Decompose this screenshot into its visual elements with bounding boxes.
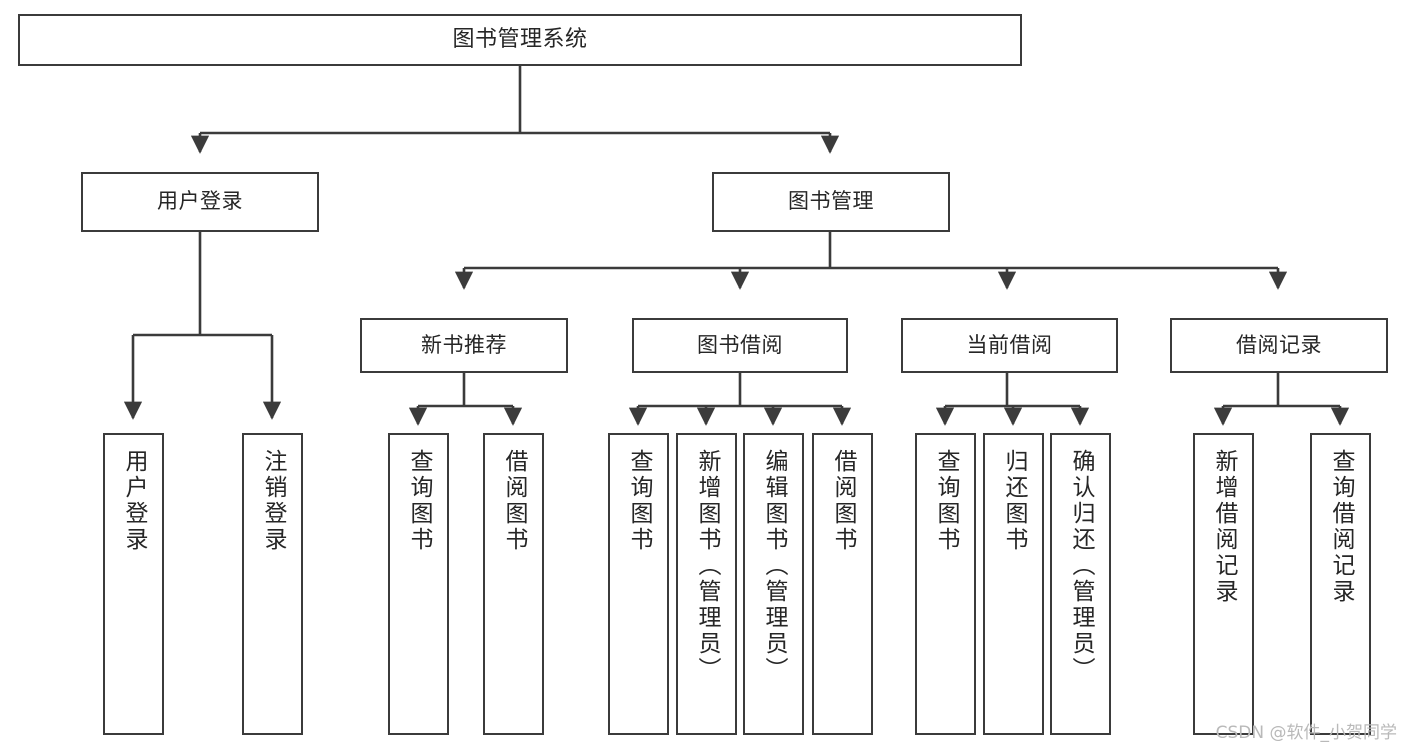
leaf-record-add-borrow-record[interactable]: 新增借阅记录 (1193, 433, 1254, 735)
leaf-current-confirm-return-admin[interactable]: 确认归还（管理员） (1050, 433, 1111, 735)
node-user-login[interactable]: 用户登录 (81, 172, 319, 232)
node-label: 用户登录 (157, 189, 243, 214)
node-label: 注销登录 (260, 449, 286, 553)
node-label: 新增借阅记录 (1211, 449, 1237, 605)
node-label: 查询图书 (406, 449, 432, 553)
leaf-user-logout[interactable]: 注销登录 (242, 433, 303, 735)
leaf-borrow-borrow-book[interactable]: 借阅图书 (812, 433, 873, 735)
node-label: 图书借阅 (697, 332, 783, 357)
node-book-borrow[interactable]: 图书借阅 (632, 318, 848, 373)
node-label: 新增图书（管理员） (694, 449, 720, 683)
node-label: 借阅记录 (1236, 332, 1322, 357)
watermark: CSDN @软件_小贺同学 (1215, 723, 1397, 743)
leaf-user-login[interactable]: 用户登录 (103, 433, 164, 735)
node-label: 图书管理系统 (452, 26, 588, 52)
node-borrow-record[interactable]: 借阅记录 (1170, 318, 1388, 373)
node-label: 图书管理 (788, 189, 874, 214)
node-label: 查询借阅记录 (1328, 449, 1354, 605)
node-label: 查询图书 (626, 449, 652, 553)
node-new-book-recommend[interactable]: 新书推荐 (360, 318, 568, 373)
leaf-borrow-edit-book-admin[interactable]: 编辑图书（管理员） (743, 433, 804, 735)
node-current-borrow[interactable]: 当前借阅 (901, 318, 1118, 373)
node-label: 归还图书 (1001, 449, 1027, 553)
leaf-current-return-book[interactable]: 归还图书 (983, 433, 1044, 735)
node-label: 借阅图书 (830, 449, 856, 553)
leaf-borrow-add-book-admin[interactable]: 新增图书（管理员） (676, 433, 737, 735)
node-label: 查询图书 (933, 449, 959, 553)
leaf-borrow-query-book[interactable]: 查询图书 (608, 433, 669, 735)
node-root-system[interactable]: 图书管理系统 (18, 14, 1022, 66)
node-label: 确认归还（管理员） (1068, 449, 1094, 683)
leaf-record-query-borrow-record[interactable]: 查询借阅记录 (1310, 433, 1371, 735)
leaf-current-query-book[interactable]: 查询图书 (915, 433, 976, 735)
node-label: 借阅图书 (501, 449, 527, 553)
node-label: 编辑图书（管理员） (761, 449, 787, 683)
node-label: 用户登录 (121, 449, 147, 553)
leaf-newbook-query-book[interactable]: 查询图书 (388, 433, 449, 735)
leaf-newbook-borrow-book[interactable]: 借阅图书 (483, 433, 544, 735)
node-label: 当前借阅 (966, 332, 1053, 357)
node-label: 新书推荐 (421, 332, 507, 357)
node-book-management[interactable]: 图书管理 (712, 172, 950, 232)
